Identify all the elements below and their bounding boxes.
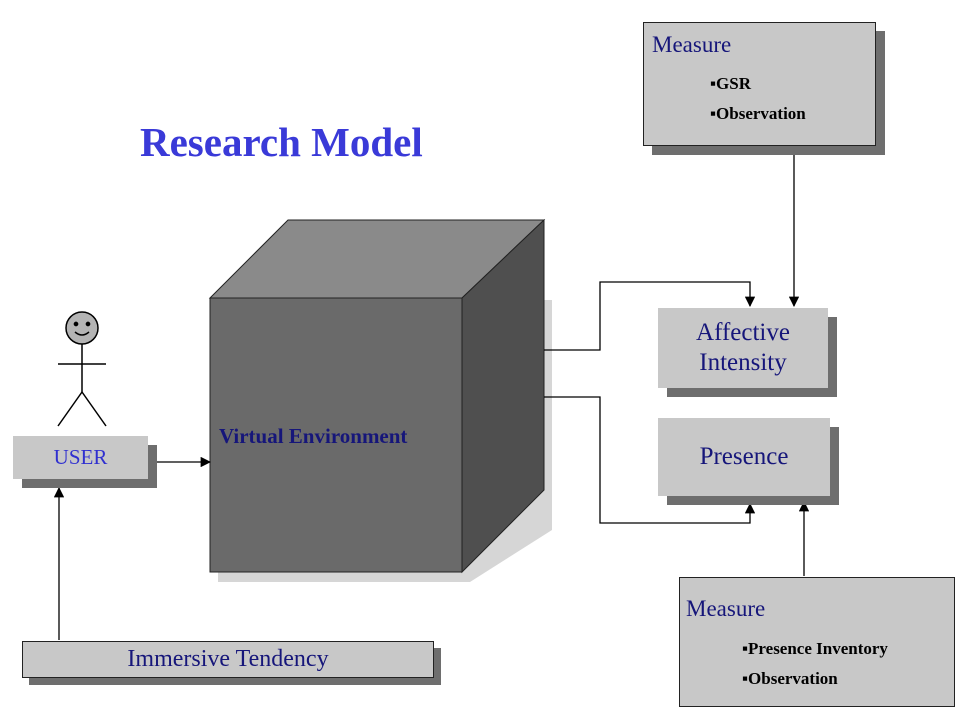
measure-bottom-item-presence-inventory: ▪Presence Inventory xyxy=(742,639,888,658)
affective-label-line1: Affective xyxy=(696,319,790,346)
immersive-tendency-box: Immersive Tendency xyxy=(22,641,434,678)
affective-intensity-box: Affective Intensity xyxy=(658,308,828,388)
measure-top-heading: Measure xyxy=(652,32,732,57)
measure-bottom-heading: Measure xyxy=(686,596,766,621)
diagram-title: Research Model xyxy=(140,119,423,165)
measure-top-list: ▪GSR ▪Observation xyxy=(710,69,806,129)
user-stick-figure-icon xyxy=(57,311,107,427)
virtual-environment-label: Virtual Environment xyxy=(219,424,408,448)
measure-bottom-item-observation: ▪Observation xyxy=(742,669,838,688)
arrow-ve-to-presence xyxy=(544,396,756,524)
measure-top-item-observation: ▪Observation xyxy=(710,104,806,123)
presence-label: Presence xyxy=(699,443,789,470)
cube-front-face xyxy=(209,297,463,573)
measure-bottom-list: ▪Presence Inventory ▪Observation xyxy=(742,634,888,694)
measure-top-box: Measure ▪GSR ▪Observation xyxy=(643,22,876,146)
affective-label-line2: Intensity xyxy=(699,349,787,376)
presence-box: Presence xyxy=(658,418,830,496)
measure-bottom-box: Measure ▪Presence Inventory ▪Observation xyxy=(679,577,955,707)
arrow-ve-to-affective xyxy=(544,281,756,351)
measure-top-item-gsr: ▪GSR xyxy=(710,74,751,93)
immersive-label: Immersive Tendency xyxy=(127,646,329,672)
user-label: USER xyxy=(53,445,108,469)
user-box: USER xyxy=(13,436,148,479)
